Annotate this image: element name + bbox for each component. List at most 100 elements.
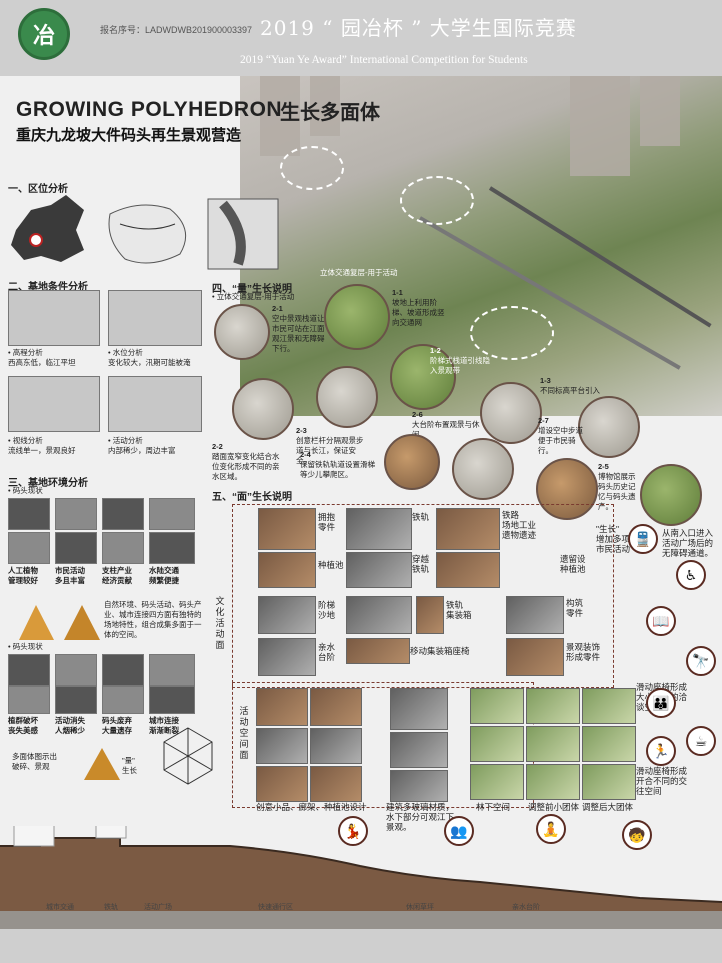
surface-thumb: [416, 596, 444, 634]
quantity-intro: • 立体交通复层-用于活动: [212, 292, 295, 301]
wharf-photo: [55, 532, 97, 564]
surface-thumb: [526, 726, 580, 762]
surface-label: 铁轨 集装箱: [446, 600, 472, 620]
detail-circle-1-1: [324, 284, 390, 350]
elevation-diagram: [8, 290, 100, 346]
growth-tag: "量" 生长: [122, 756, 137, 775]
surface-label: 亲水 台阶: [318, 642, 336, 662]
children-icon: 🧒: [622, 820, 652, 850]
competition-title-en: 2019 “Yuan Ye Award” International Compe…: [240, 54, 528, 66]
gather-icon: 👥: [444, 816, 474, 846]
wharf-photo: [102, 532, 144, 564]
surface-group-1: [232, 504, 614, 688]
competition-logo: 冶: [18, 8, 70, 60]
family-icon: 👪: [646, 688, 676, 718]
surface-label: 景观装饰 形成零件: [566, 642, 601, 662]
wharf-photo: [149, 532, 195, 564]
building-silhouette: [570, 76, 630, 176]
surface-thumb: [582, 764, 636, 800]
wharf-photo: [55, 654, 97, 686]
footer-bar: [0, 929, 722, 963]
train-icon: 🚆: [628, 524, 658, 554]
ground-label: 休闲草坪: [406, 904, 434, 911]
surface-column-label-2: 活动空间面: [239, 706, 249, 760]
gather-icon-2: 🧘: [536, 814, 566, 844]
surface-thumb: [436, 508, 500, 550]
detail-circle-2-7: [536, 458, 598, 520]
env-label: 支柱产业 经济贡献: [102, 566, 132, 585]
surface-thumb: [258, 508, 316, 550]
surface-thumb: [346, 552, 412, 588]
surface-thumb: [256, 728, 308, 764]
ground-label: 城市交通: [46, 904, 74, 911]
surface-label: 铁路 场地工业 遗物遗迹: [502, 510, 537, 540]
wharf-photo: [8, 532, 50, 564]
view-note: • 视线分析 流线单一，景观良好: [8, 436, 76, 455]
activity-diagram: [108, 376, 202, 432]
surface-thumb: [346, 596, 412, 634]
section-site-conditions: 二、基地条件分析: [8, 282, 88, 293]
sport-icon: 🏃: [646, 736, 676, 766]
poster-body: 立体交通复层-用于活动 GROWING POLYHEDRON 生长多面体 重庆九…: [0, 76, 722, 929]
surface-label: 构筑 零件: [566, 598, 584, 618]
surface-thumb: [390, 732, 448, 768]
competition-title-cn: 2019 “ 园冶杯 ” 大学生国际竞赛: [260, 16, 577, 40]
env-label: 人工植物 管理较好: [8, 566, 38, 585]
surface-thumb: [346, 508, 412, 550]
ground-label: 亲水台阶: [512, 904, 540, 911]
section-quantity-growth: 四、“量”生长说明: [212, 284, 292, 295]
reading-icon: 📖: [646, 606, 676, 636]
env-label: 水陆交通 频繁便捷: [149, 566, 179, 585]
surface-thumb: [256, 688, 308, 726]
polyhedron-note: 多面体图示出 破碎、景观: [12, 752, 57, 771]
detail-circle-1-2: [390, 344, 456, 410]
surface-bottom-label: 林下空间: [476, 802, 511, 812]
surface-thumb: [390, 688, 448, 730]
pyramid-diagram: [19, 605, 100, 640]
detail-circle-2-3b: [316, 366, 378, 428]
section-surface-growth: 五、“面”生长说明: [212, 492, 292, 503]
wharf-photo: [149, 686, 195, 714]
environment-summary: 自然环境、码头活动、码头产业、城市连接四方面有独特的场地特性，组合成集多面于一体…: [104, 600, 202, 639]
wharf-photo: [8, 654, 50, 686]
surface-label: 阶梯 沙地: [318, 600, 336, 620]
wharf-photo: [8, 498, 50, 530]
project-title-cn: 生长多面体: [280, 102, 380, 124]
section-site-environment: 三、基地环境分析: [8, 478, 88, 489]
aerial-rendering: 立体交通复层-用于活动: [240, 76, 722, 416]
surface-thumb: [310, 766, 362, 802]
surface-thumb: [258, 552, 316, 588]
surface-thumb: [506, 596, 564, 634]
wharf-status-label: • 码头现状: [8, 486, 43, 495]
view-diagram: [8, 376, 100, 432]
dance-icon: 💃: [338, 816, 368, 846]
building-silhouette: [260, 76, 300, 156]
section-elevation: [0, 826, 722, 929]
wheelchair-icon: ♿: [676, 560, 706, 590]
project-title-en: GROWING POLYHEDRON: [16, 98, 283, 121]
highlight-ring: [470, 306, 554, 360]
env-label-2: 城市连接 渐渐断裂: [149, 716, 179, 735]
project-subtitle: 重庆九龙坡大件码头再生景观营造: [16, 127, 242, 144]
site-map: [207, 198, 279, 270]
activity-note: • 活动分析 内部稀少，周边丰富: [108, 436, 176, 455]
ground-label: 铁轨: [104, 904, 118, 911]
surface-thumb: [258, 638, 316, 676]
surface-thumb: [310, 728, 362, 764]
surface-thumb: [256, 766, 308, 802]
surface-label: 拥抱 零件: [318, 512, 336, 532]
detail-circle-2-4: [384, 434, 440, 490]
logo-glyph: 冶: [32, 23, 55, 48]
polyhedron-wireframe: [163, 727, 213, 785]
detail-circle-2-4b: [452, 438, 514, 500]
env-label-2: 码头废弃 大量遗存: [102, 716, 132, 735]
surface-label: 移动集装箱座椅: [410, 646, 470, 656]
